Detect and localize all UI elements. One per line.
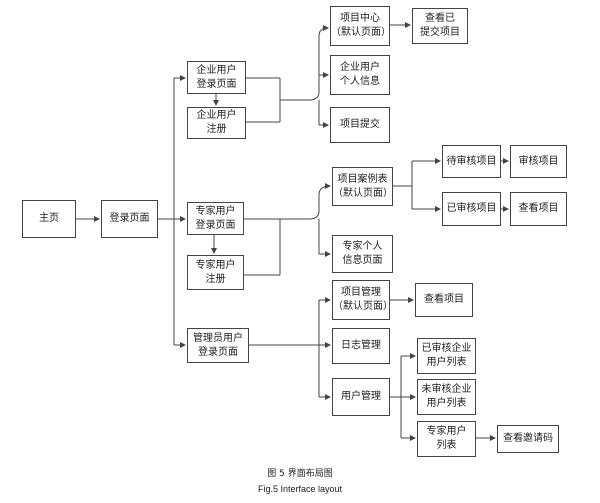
reviewed-enterprise-list-node: 已审核企业 用户列表 (417, 338, 476, 374)
log-management-node: 日志管理 (332, 328, 390, 364)
review-project-node: 审核项目 (510, 145, 567, 178)
admin-login-node: 管理员用户 登录页面 (187, 328, 249, 363)
view-submitted-node: 查看已 提交项目 (412, 8, 468, 44)
figure-caption-cn: 图 5 界面布局图 (267, 469, 333, 479)
user-management-node: 用户管理 (332, 378, 390, 416)
project-submit-node: 项目提交 (330, 107, 390, 143)
view-project-expert-node: 查看项目 (510, 192, 567, 226)
reviewed-node: 已审核项目 (442, 192, 501, 226)
enterprise-register-node: 企业用户 注册 (187, 107, 246, 139)
project-center-node: 项目中心 （默认页面） (330, 6, 391, 46)
enterprise-info-node: 企业用户 个人信息 (330, 55, 390, 95)
view-invite-code-node: 查看邀请码 (497, 425, 559, 453)
home-node: 主页 (22, 200, 76, 238)
login-page-node: 登录页面 (101, 200, 158, 238)
expert-user-list-node: 专家用户 列表 (417, 421, 476, 457)
project-management-node: 项目管理 （默认页面） (332, 280, 393, 320)
enterprise-login-node: 企业用户 登录页面 (187, 61, 246, 94)
pending-review-node: 待审核项目 (442, 145, 501, 178)
expert-register-node: 专家用户 注册 (187, 255, 244, 290)
expert-info-node: 专家个人 信息页面 (332, 235, 393, 273)
view-project-admin-node: 查看项目 (415, 283, 473, 317)
expert-login-node: 专家用户 登录页面 (187, 202, 244, 235)
case-list-node: 项目案例表 （默认页面） (332, 167, 393, 206)
unreviewed-enterprise-list-node: 未审核企业 用户列表 (417, 379, 476, 415)
figure-caption-en: Fig.5 Interface layout (257, 484, 343, 494)
